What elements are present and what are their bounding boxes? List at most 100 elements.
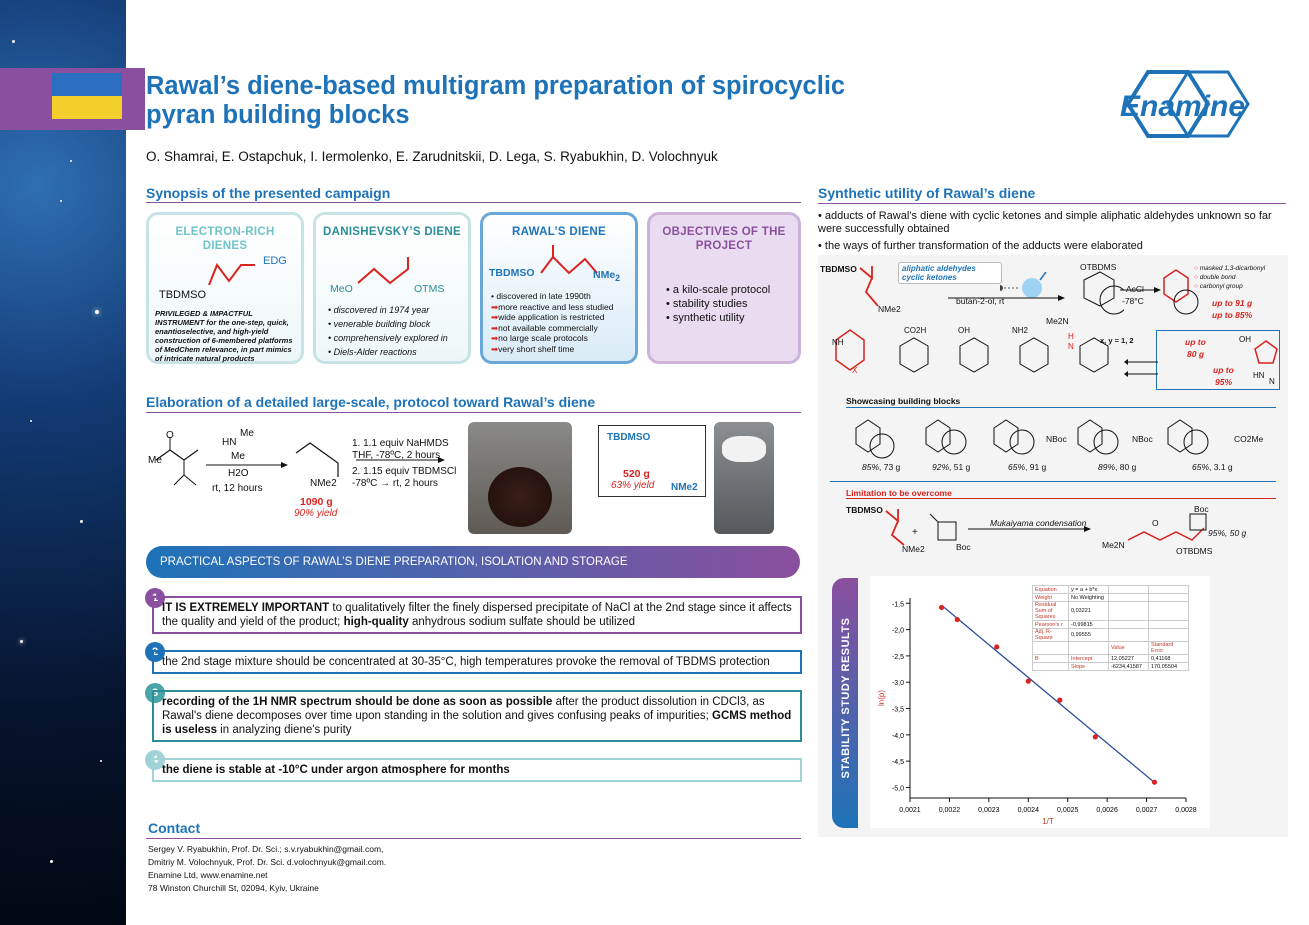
table-cell: -6234,41587 xyxy=(1108,662,1149,671)
list-item: • discovered in late 1990th xyxy=(491,291,591,301)
card2-list: • discovered in 1974 year • venerable bu… xyxy=(328,303,448,359)
table-cell xyxy=(1108,585,1149,594)
card4-list: • a kilo-scale protocol • stability stud… xyxy=(666,283,770,325)
n-label: N xyxy=(1269,377,1275,386)
divider xyxy=(818,203,1286,204)
table-row: Pearson's r-0,99815 xyxy=(1032,620,1189,629)
feature-legend: ○ masked 1,3-dicarbonyl ○ double bond ○ … xyxy=(1194,264,1265,291)
card-danishevsky: DANISHEVSKY’S DIENE MeO OTMS • discovere… xyxy=(313,212,471,364)
table-cell xyxy=(1148,593,1189,602)
temperature-label: -78°C xyxy=(1122,296,1144,306)
stability-label: STABILITY STUDY RESULTS xyxy=(840,617,852,779)
logo-text: Enamine xyxy=(1120,90,1245,123)
yield-1090: 1090 g xyxy=(300,496,333,508)
edg-label: EDG xyxy=(263,255,287,267)
y-tick-label: -4,0 xyxy=(892,733,904,740)
table-cell: Residual Sum of Squares xyxy=(1032,601,1069,621)
yield-label: 89%, 80 g xyxy=(1098,462,1137,472)
practical-point-1: IT IS EXTREMELY IMPORTANT to qualitative… xyxy=(152,596,802,634)
table-cell: Equation xyxy=(1032,585,1069,594)
oxygen-label: O xyxy=(1152,518,1159,528)
aldehydes-label: aliphatic aldehydes xyxy=(902,264,976,273)
card2-title: DANISHEVSKY’S DIENE xyxy=(323,226,461,238)
oh-label: OH xyxy=(1239,335,1251,344)
diene-icon xyxy=(885,509,905,546)
co2me-label: CO2Me xyxy=(1234,434,1264,444)
practical-point-3: recording of the 1H NMR spectrum should … xyxy=(152,690,802,742)
oxygen-label: O xyxy=(166,430,174,441)
table-cell: 0,03221 xyxy=(1068,601,1109,621)
table-cell xyxy=(1032,662,1069,671)
x-tick-label: 0,0028 xyxy=(1175,807,1197,814)
card1-title: ELECTRON-RICH DIENES xyxy=(175,226,275,252)
x-tick-label: 0,0023 xyxy=(978,807,1000,814)
danishevsky-structure-icon xyxy=(357,257,409,285)
data-point xyxy=(1025,678,1031,684)
xy-label: x, y = 1, 2 xyxy=(1100,336,1134,345)
flask-photo xyxy=(468,422,572,534)
spiro-pyranone-structure xyxy=(1163,269,1199,315)
otbdms-label: OTBDMS xyxy=(1176,546,1213,556)
yield-label: 65%, 91 g xyxy=(1008,462,1047,472)
contact-line: Dmitriy M. Volochnyuk, Prof. Dr. Sci. d.… xyxy=(148,857,387,867)
diene-structure-icon xyxy=(208,262,255,286)
list-item: ➡very short shelf time xyxy=(491,343,575,354)
reverse-arrows xyxy=(1124,359,1158,377)
table-cell xyxy=(1148,620,1189,629)
yield-label: 95%, 50 g xyxy=(1208,528,1247,538)
x-axis-label: 1/T xyxy=(1042,817,1054,826)
table-cell xyxy=(1108,628,1149,642)
x-tick-label: 0,0025 xyxy=(1057,807,1079,814)
practical-point-4: the diene is stable at -10°C under argon… xyxy=(152,758,802,782)
table-cell: Adj. R-Square xyxy=(1032,628,1069,642)
table-cell xyxy=(1108,620,1149,629)
table-cell xyxy=(1108,601,1149,621)
y-tick-label: -2,5 xyxy=(892,654,904,661)
number-badge: 2 xyxy=(145,642,165,662)
divider xyxy=(146,838,801,839)
me-bottom-label: Me xyxy=(231,451,245,462)
synopsis-heading: Synopsis of the presented campaign xyxy=(146,185,391,201)
nme2-label: NMe2 xyxy=(310,478,337,489)
table-cell xyxy=(1032,641,1069,655)
boc-label: Boc xyxy=(1194,504,1209,514)
building-block-structures xyxy=(855,419,1209,459)
step1b-label: THF, -78ºC, 2 hours xyxy=(352,450,441,461)
nboc-label: NBoc xyxy=(1046,434,1067,444)
utility-bullet-1: • adducts of Rawal’s diene with cyclic k… xyxy=(818,210,1272,235)
solvent-label: butan-2-ol, rt xyxy=(956,296,1005,306)
table-cell: No Weighting xyxy=(1068,593,1109,602)
nme2-label: NMe2 xyxy=(671,482,698,493)
divider xyxy=(146,202,801,203)
otbdms-label: OTBDMS xyxy=(1080,262,1117,272)
n-label: N xyxy=(1068,342,1074,351)
filter-photo xyxy=(714,422,774,534)
y-tick-label: -3,5 xyxy=(892,707,904,714)
co2h-label: CO2H xyxy=(904,326,927,335)
divider xyxy=(846,498,1276,499)
otms-label: OTMS xyxy=(414,283,445,295)
number-badge: 4 xyxy=(145,750,165,770)
number-badge: 1 xyxy=(145,588,165,608)
nh-label: NH xyxy=(832,338,844,347)
data-point xyxy=(1057,697,1063,703)
nme2-label: NMe2 xyxy=(878,304,901,314)
card-objectives: OBJECTIVES OF THE PROJECT • a kilo-scale… xyxy=(647,212,801,364)
contact-line: 78 Winston Churchill St, 02094, Kyiv, Uk… xyxy=(148,883,319,893)
reaction-scheme-1 xyxy=(155,437,445,486)
legend-item: ○ masked 1,3-dicarbonyl xyxy=(1194,265,1266,272)
tbdmso-label: TBDMSO xyxy=(607,432,651,443)
adduct-structure xyxy=(1083,271,1124,315)
table-cell: Standard Error xyxy=(1148,641,1189,655)
filter-funnel xyxy=(722,436,766,462)
y-tick-label: -2,0 xyxy=(892,628,904,635)
card3-title: RAWAL’S DIENE xyxy=(512,226,606,238)
practical-point-2: the 2nd stage mixture should be concentr… xyxy=(152,650,802,674)
ukraine-flag-icon xyxy=(52,73,122,119)
table-cell xyxy=(1148,585,1189,594)
ketones-label: cyclic ketones xyxy=(902,273,957,282)
y-tick-label: -5,0 xyxy=(892,785,904,792)
table-cell: Intercept xyxy=(1068,654,1109,663)
